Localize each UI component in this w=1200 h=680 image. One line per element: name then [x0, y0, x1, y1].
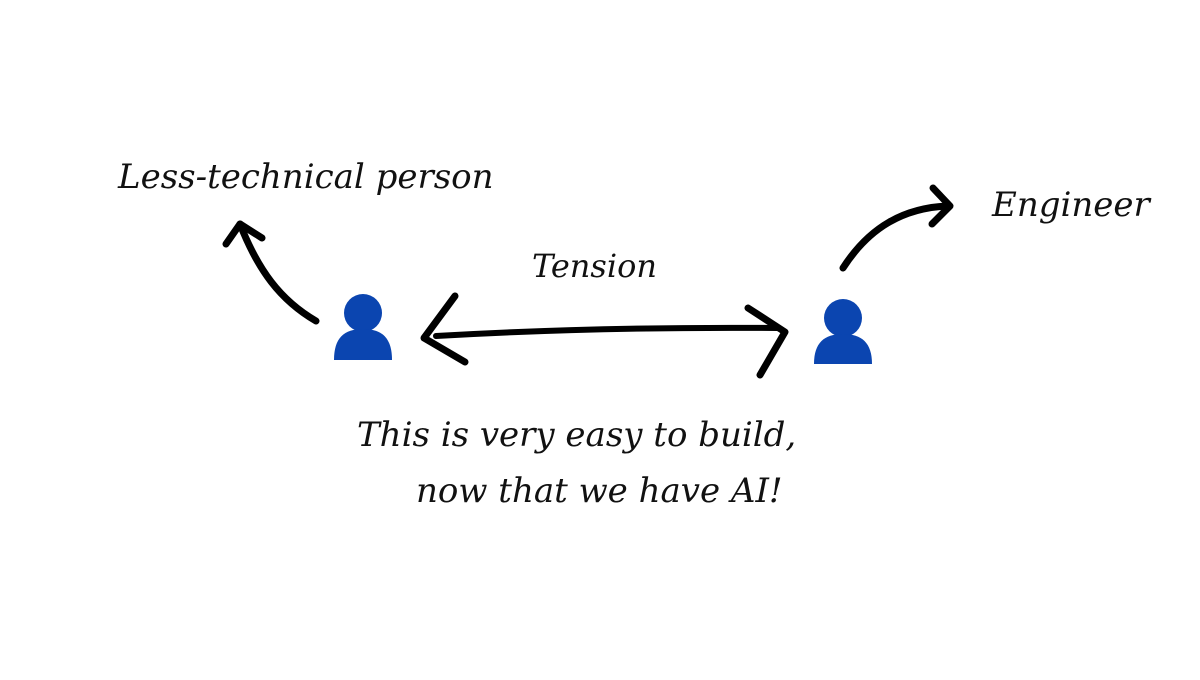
left-person-icon: [334, 294, 392, 360]
right-person-icon: [814, 299, 872, 364]
quote-line-1: This is very easy to build,: [357, 415, 796, 455]
quote-line-2: now that we have AI!: [416, 471, 783, 511]
left-person-label: Less-technical person: [117, 157, 494, 197]
tension-double-arrow: [420, 292, 789, 379]
right-person-label: Engineer: [991, 185, 1151, 225]
arrow-to-right-label: [839, 184, 954, 272]
arrow-to-left-label: [222, 220, 320, 325]
tension-label: Tension: [532, 247, 657, 285]
